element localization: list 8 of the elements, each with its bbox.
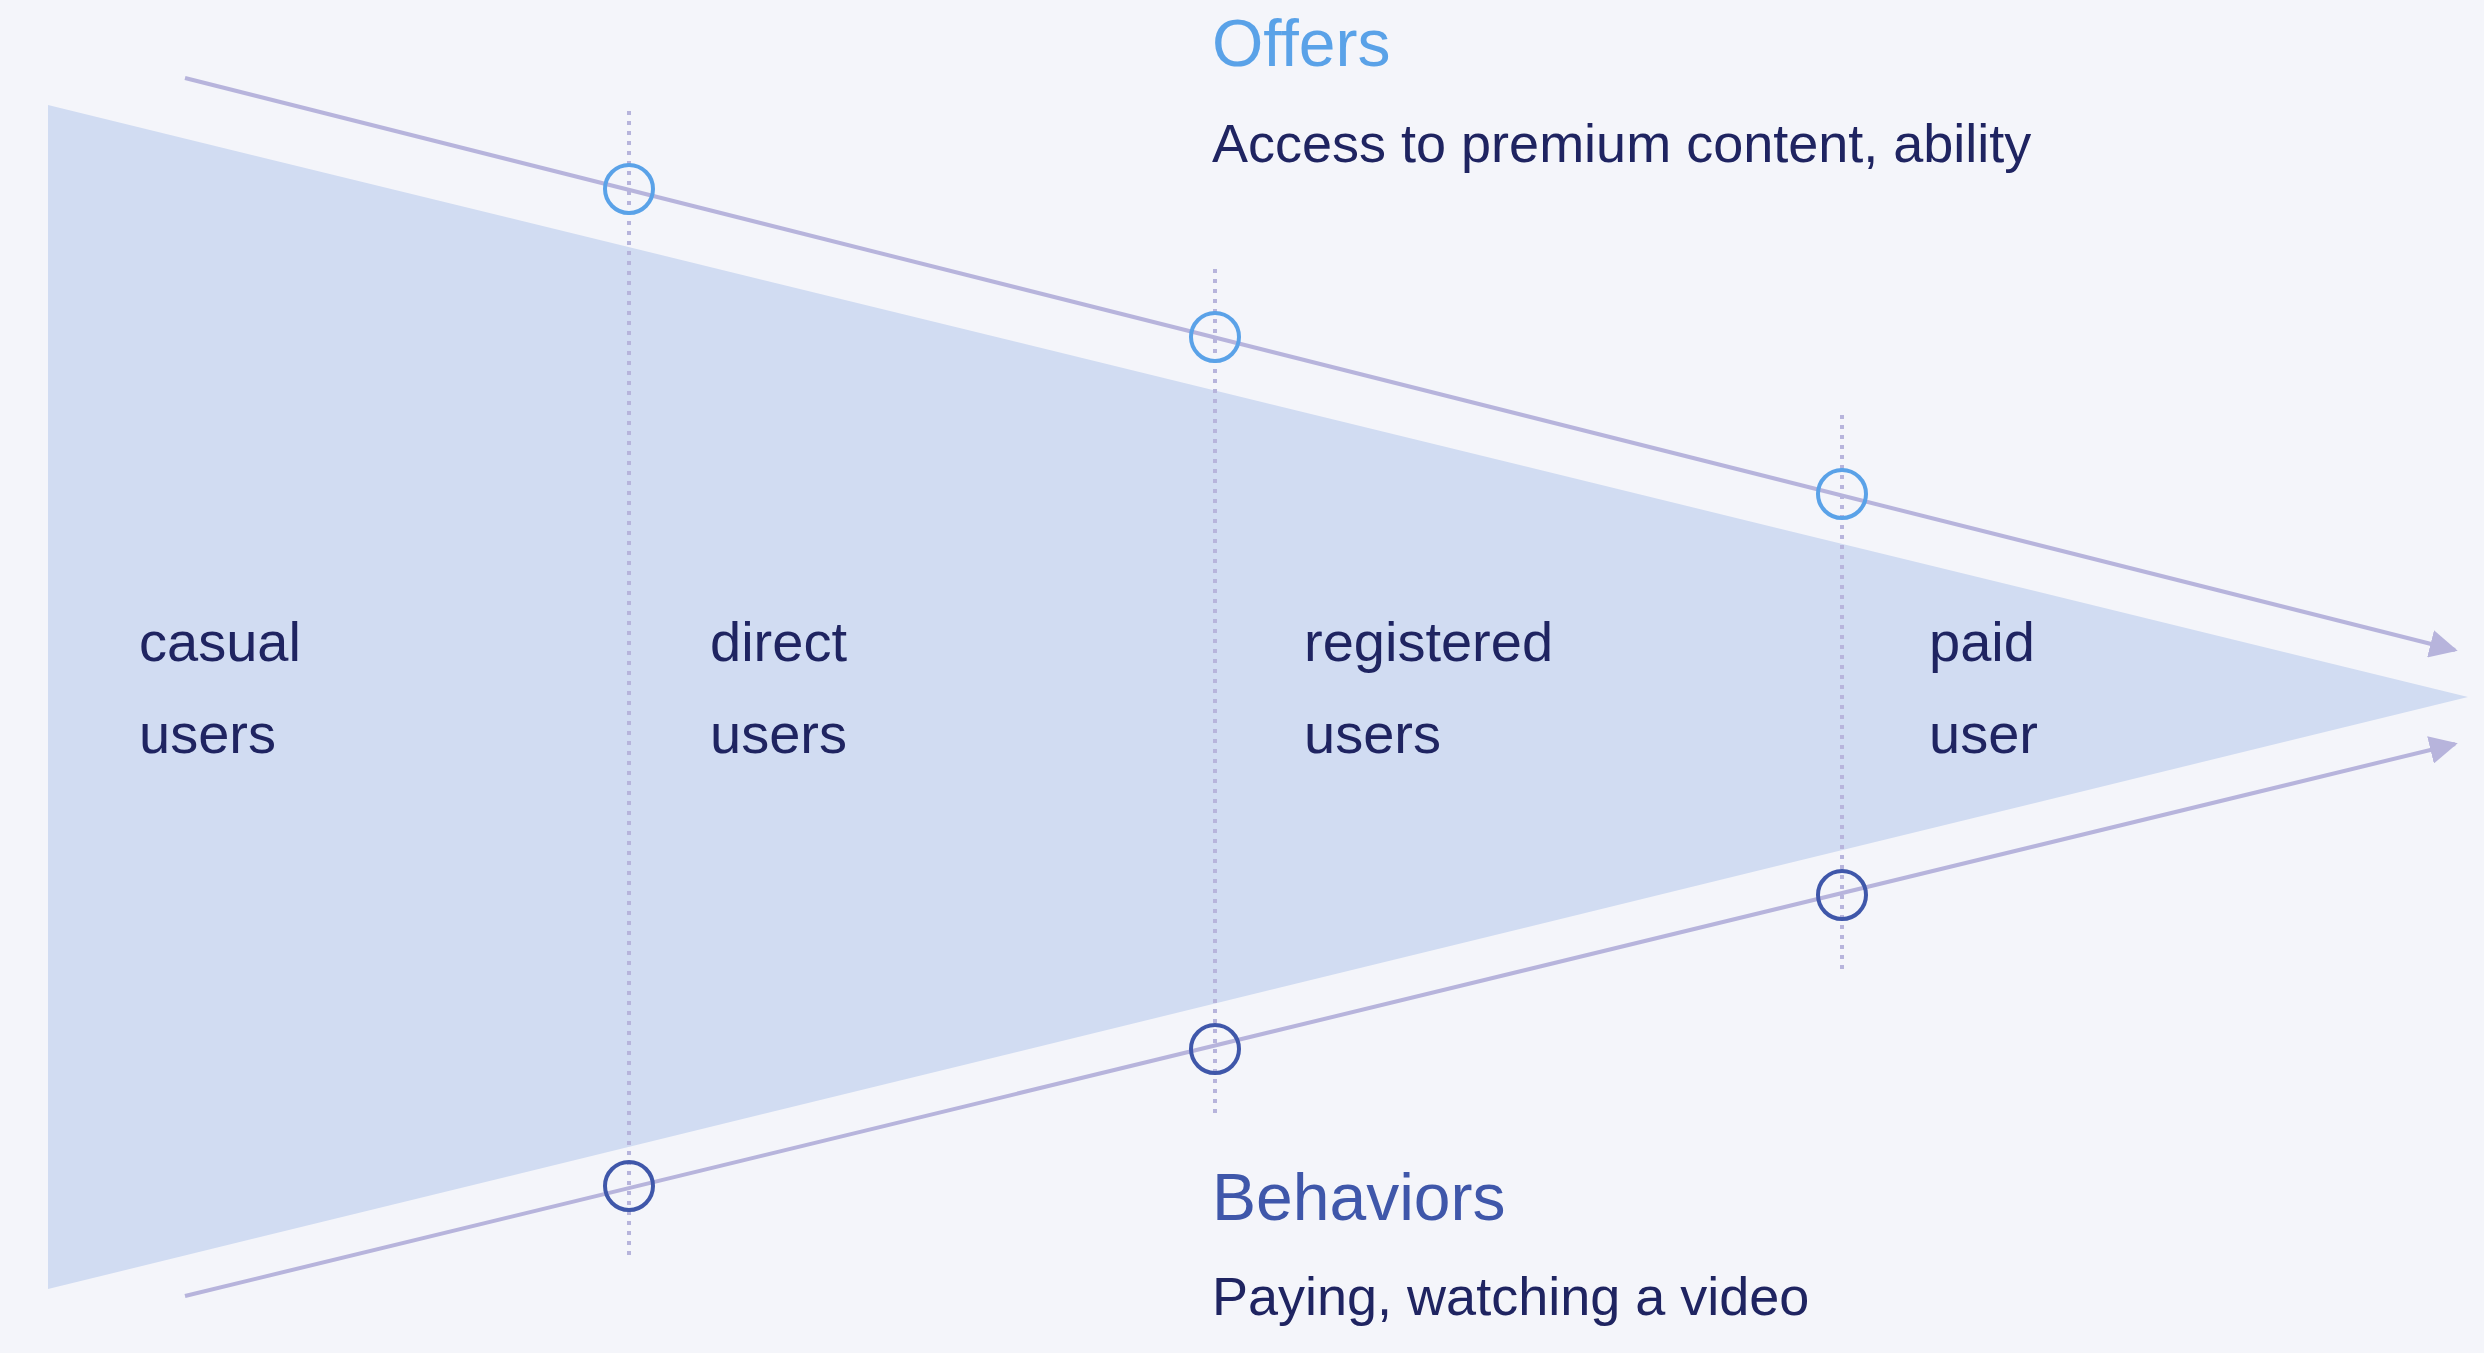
heading: Behaviors — [1212, 1160, 1506, 1236]
description: Paying, watching a video — [1212, 1265, 1810, 1328]
heading: Offers — [1212, 6, 1391, 82]
stage-label: casual users — [139, 609, 301, 767]
stage-label: direct users — [710, 609, 847, 767]
description: Access to premium content, ability — [1212, 112, 2032, 175]
stage-label: registered users — [1304, 609, 1554, 767]
stage-label: paid user — [1929, 609, 2038, 767]
